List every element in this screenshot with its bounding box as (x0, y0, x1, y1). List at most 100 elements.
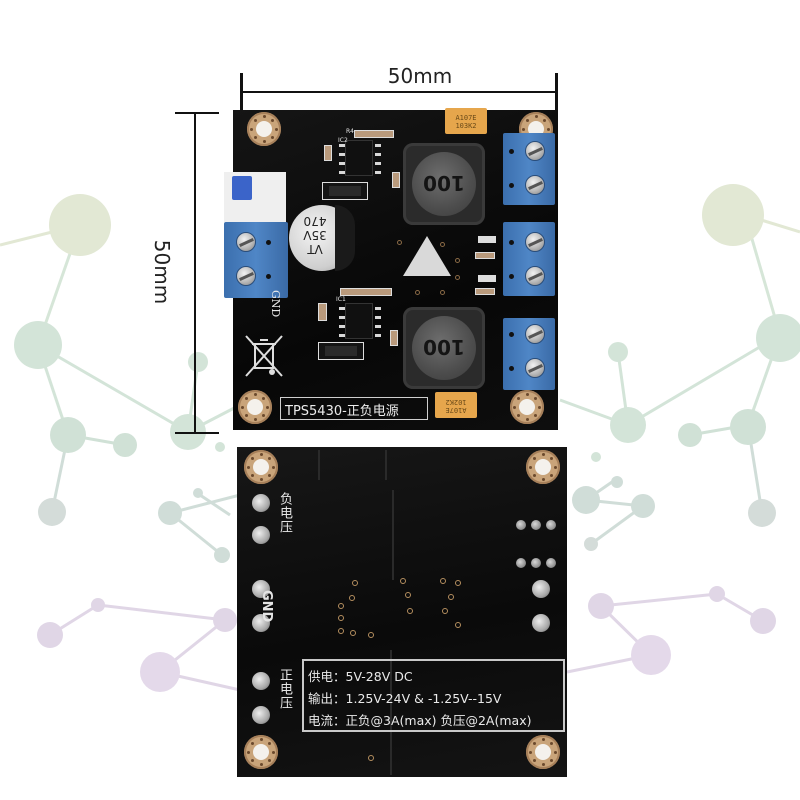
mount-hole-back-bottom-right (526, 735, 560, 769)
via (455, 622, 461, 628)
mount-hole-rivet (547, 127, 550, 131)
ic2-chip (339, 140, 381, 176)
mount-hole-rivet (262, 115, 266, 118)
weee-crossed-bin-icon (245, 335, 283, 377)
solder-pad (252, 706, 270, 724)
mount-hole-rivet (262, 140, 266, 143)
mount-hole-bottom-right (510, 390, 544, 424)
mount-hole-rivet (247, 750, 250, 754)
electrolytic-capacitor: VT 35V 470 (289, 205, 355, 271)
spec-value: 1.25V-24V & -1.25V--15V (345, 691, 502, 706)
via (338, 603, 344, 609)
width-dimension-line (242, 91, 557, 93)
mount-hole-rivet (532, 456, 536, 460)
inductor-bottom: 100 (403, 307, 485, 389)
tantalum-capacitor-bottom: 102K2 A107E (435, 392, 477, 418)
via (415, 290, 420, 295)
capacitor-c1 (390, 330, 398, 346)
height-dimension-line (194, 113, 196, 433)
jumper-header[interactable] (224, 172, 286, 222)
bg-atom (611, 476, 623, 488)
solder-pad-small (516, 520, 526, 530)
jumper-cap[interactable] (232, 176, 252, 200)
mount-hole-rivet (268, 741, 272, 745)
bg-bond (199, 493, 231, 517)
mount-hole-top-left (247, 112, 281, 146)
mount-hole-rivet (272, 750, 275, 754)
solder-pad-small (516, 558, 526, 568)
mount-hole-rivet (525, 418, 529, 421)
via (440, 242, 445, 247)
bg-atom (158, 501, 182, 525)
output-terminal-positive (503, 133, 555, 205)
mount-hole-rivet (262, 396, 266, 400)
bg-atom (140, 652, 180, 692)
spec-value: 正负@3A(max) 负压@2A(max) (345, 713, 532, 728)
height-dimension-tick-bottom (175, 432, 219, 434)
positive-voltage-label: 正电压 (277, 668, 292, 710)
inductor-marking: 100 (423, 335, 465, 359)
mount-hole-rivet (516, 414, 520, 418)
height-dimension-tick-top (175, 112, 219, 114)
inductor-core (412, 316, 476, 380)
trace (318, 450, 320, 480)
via (349, 595, 355, 601)
bg-atom (702, 184, 764, 246)
bg-atom (608, 342, 628, 362)
bg-atom (215, 442, 225, 452)
via (455, 580, 461, 586)
via (350, 630, 356, 636)
mount-hole-rivet (529, 465, 532, 469)
via (442, 608, 448, 614)
bg-bond (97, 603, 226, 622)
mount-hole-bottom-left (238, 390, 272, 424)
spec-output: 输出：1.25V-24V & -1.25V--15V (308, 688, 501, 707)
tantalum-marking: 103K2 (455, 122, 477, 130)
mount-hole-rivet (241, 405, 244, 409)
via (368, 755, 374, 761)
mount-hole-rivet (268, 474, 272, 478)
bg-atom (50, 417, 86, 453)
mount-hole-rivet (271, 136, 275, 140)
mount-hole-rivet (259, 763, 263, 766)
solder-pad-small (531, 520, 541, 530)
bg-atom (750, 608, 776, 634)
mount-hole-rivet (253, 118, 257, 122)
bg-atom (748, 499, 776, 527)
bg-bond (627, 333, 781, 427)
solder-pad (532, 580, 550, 598)
mount-hole-rivet (259, 738, 263, 741)
mount-hole-rivet (541, 453, 545, 456)
bg-atom (49, 194, 111, 256)
mount-hole-rivet (266, 405, 269, 409)
spec-key: 电流： (308, 713, 346, 728)
mount-hole-back-bottom-left (244, 735, 278, 769)
silkscreen-ref-r4: R4 (346, 128, 354, 135)
bg-atom (214, 547, 230, 563)
via (455, 275, 460, 280)
bg-atom (213, 608, 237, 632)
bg-atom (678, 423, 702, 447)
bg-atom (193, 488, 203, 498)
mount-hole-rivet (543, 118, 547, 122)
silkscreen-ref-ic1: IC1 (336, 296, 346, 303)
via (338, 628, 344, 634)
inductor-core (412, 152, 476, 216)
width-dimension-label: 50mm (387, 64, 453, 88)
bg-atom (610, 407, 646, 443)
bg-atom (37, 622, 63, 648)
mount-hole-rivet (541, 763, 545, 766)
resistor-array (354, 130, 394, 138)
via (397, 240, 402, 245)
mount-hole-rivet (253, 418, 257, 421)
mount-hole-back-top-right (526, 450, 560, 484)
board-title-box: TPS5430-正负电源 (280, 397, 428, 420)
bg-bond (169, 493, 241, 515)
output-terminal-gnd (503, 222, 555, 296)
tantalum-capacitor-top: A107E 103K2 (445, 108, 487, 134)
input-terminal-block (224, 222, 288, 298)
output-terminal-negative (503, 318, 555, 390)
bg-atom (91, 598, 105, 612)
trace (390, 650, 392, 775)
